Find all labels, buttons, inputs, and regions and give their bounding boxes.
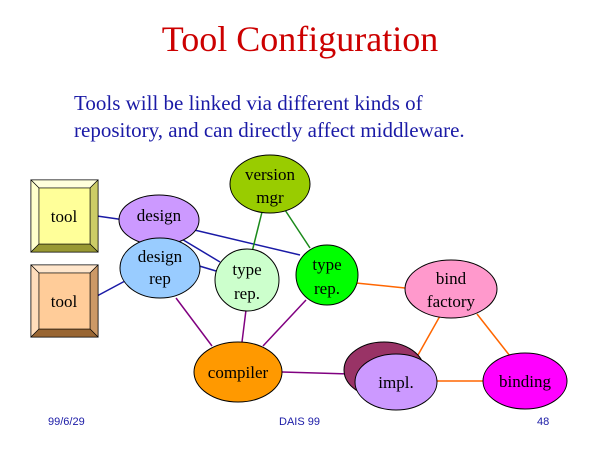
design-rep-label-1: design (138, 247, 183, 266)
bind-factory-label-2: factory (427, 292, 476, 311)
connections (96, 209, 511, 382)
type-rep-left-node: type rep. (214, 248, 280, 312)
compiler-node: compiler (193, 341, 283, 403)
impl-label: impl. (378, 373, 413, 392)
edge-typerep-left-compiler (241, 309, 247, 343)
type-rep-left-label-2: rep. (234, 284, 260, 303)
slide-title: Tool Configuration (161, 19, 439, 59)
edge-typerep-right-compiler (262, 299, 307, 347)
edge-designrep-compiler (175, 297, 213, 347)
edge-tool2-designrep (96, 280, 126, 297)
footer-event: DAIS 99 (279, 416, 320, 428)
binding-node: binding (482, 352, 568, 410)
design-rep-label-2: rep (149, 269, 171, 288)
edge-design-typerep-right (185, 227, 301, 256)
edge-version-typerep-left (251, 211, 263, 253)
slide-subtitle: Tools will be linked via different kinds… (74, 90, 544, 144)
version-mgr-label-1: version (245, 165, 296, 184)
edge-typerep-right-bindfactory (355, 282, 406, 289)
footer-date: 99/6/29 (48, 416, 85, 428)
compiler-label: compiler (208, 363, 269, 382)
type-rep-right-label-2: rep. (314, 279, 340, 298)
tool-label-1: tool (51, 207, 78, 226)
subtitle-line-1: Tools will be linked via different kinds… (74, 91, 423, 115)
edge-bindfactory-binding (476, 313, 511, 357)
type-rep-right-node: type rep. (295, 244, 359, 306)
edge-compiler-impl (281, 371, 351, 375)
footer-page-number: 48 (537, 416, 550, 428)
design-node: design (118, 194, 200, 246)
version-mgr-node: version mgr (229, 154, 311, 214)
impl-node: impl. (343, 341, 438, 411)
subtitle-line-2: repository, and can directly affect midd… (74, 118, 465, 142)
bind-factory-label-1: bind (436, 269, 467, 288)
tool-box-1: tool (30, 179, 99, 253)
type-rep-left-label-1: type (232, 260, 261, 279)
tool-label-2: tool (51, 292, 78, 311)
binding-label: binding (499, 372, 551, 391)
tool-box-2: tool (30, 264, 99, 338)
edge-version-typerep-right (284, 209, 311, 249)
edge-design-typerep-left (179, 237, 221, 263)
design-rep-node: design rep (119, 237, 201, 299)
bind-factory-node: bind factory (404, 259, 498, 319)
version-mgr-label-2: mgr (256, 188, 284, 207)
edge-bindfactory-impl (417, 315, 441, 356)
design-label: design (137, 206, 182, 225)
type-rep-right-label-1: type (312, 255, 341, 274)
